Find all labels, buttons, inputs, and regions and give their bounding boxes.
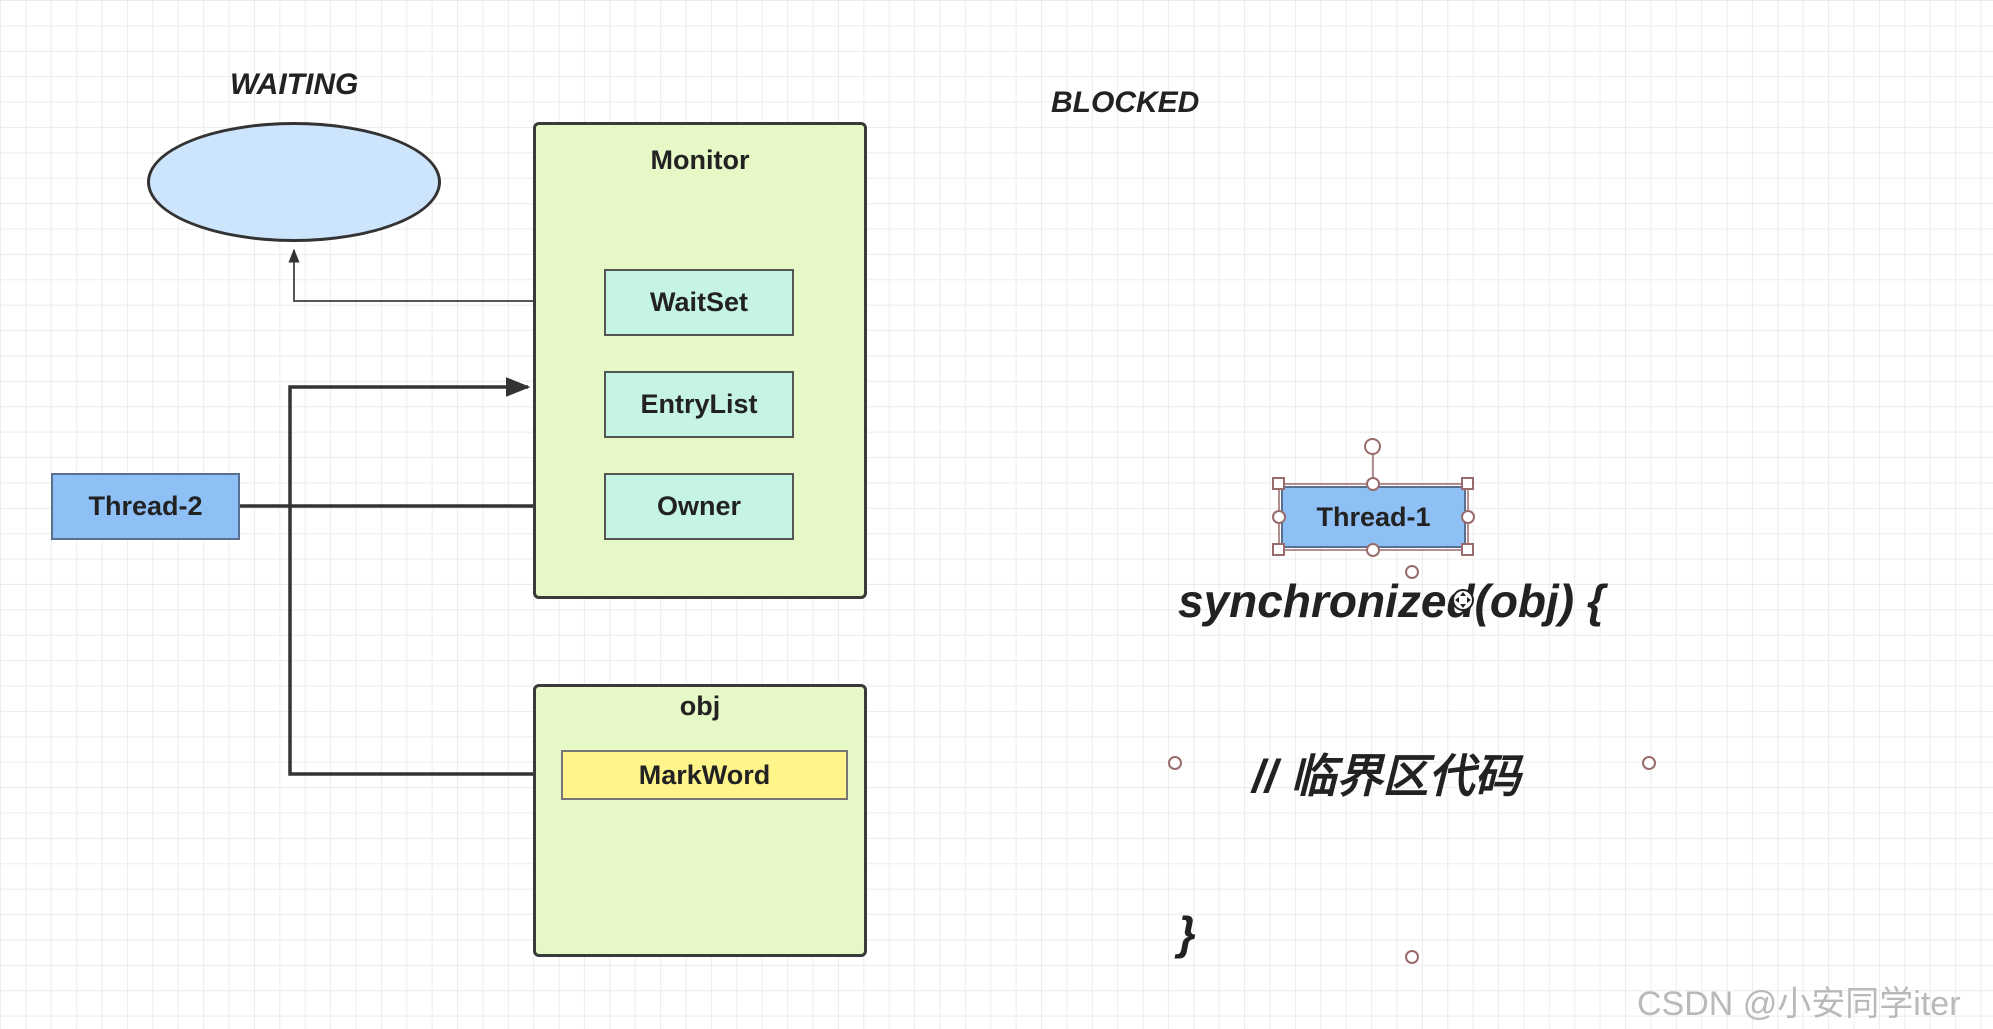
markword-box[interactable]: MarkWord <box>561 750 848 800</box>
text-handle-right[interactable] <box>1642 756 1656 770</box>
connection-point-bottom[interactable] <box>1366 543 1380 557</box>
resize-handle-top-right[interactable] <box>1461 477 1474 490</box>
move-cursor-icon <box>1452 589 1474 611</box>
monitor-title: Monitor <box>650 144 750 175</box>
text-handle-left[interactable] <box>1168 756 1182 770</box>
resize-handle-top-left[interactable] <box>1272 477 1285 490</box>
code-line-1[interactable]: synchronized(obj) { <box>1178 575 1605 627</box>
blocked-label: BLOCKED <box>1051 86 1200 119</box>
waitset-to-waiting-arrow <box>288 248 604 302</box>
text-handle-top[interactable] <box>1405 565 1419 579</box>
resize-handle-bottom-right[interactable] <box>1461 543 1474 556</box>
connection-point-left[interactable] <box>1272 510 1286 524</box>
entrylist-box[interactable]: EntryList <box>604 371 794 438</box>
thread-2-box[interactable]: Thread-2 <box>51 473 240 540</box>
obj-box[interactable] <box>533 684 867 957</box>
text-handle-bottom[interactable] <box>1405 950 1419 964</box>
thread-1-box[interactable]: Thread-1 <box>1281 486 1466 548</box>
waiting-label: WAITING <box>230 68 359 101</box>
code-line-3[interactable]: } <box>1178 907 1196 959</box>
waiting-ellipse[interactable] <box>147 122 441 242</box>
owner-box[interactable]: Owner <box>604 473 794 540</box>
connection-point-top[interactable] <box>1366 477 1380 491</box>
markword-to-monitor-arrow <box>288 377 561 776</box>
watermark: CSDN @小安同学iter <box>1637 985 1961 1023</box>
resize-handle-bottom-left[interactable] <box>1272 543 1285 556</box>
waitset-box[interactable]: WaitSet <box>604 269 794 336</box>
obj-title: obj <box>679 690 721 721</box>
code-line-2[interactable]: // 临界区代码 <box>1252 750 1521 802</box>
connection-point-right[interactable] <box>1461 510 1475 524</box>
rotate-handle[interactable] <box>1364 438 1381 455</box>
